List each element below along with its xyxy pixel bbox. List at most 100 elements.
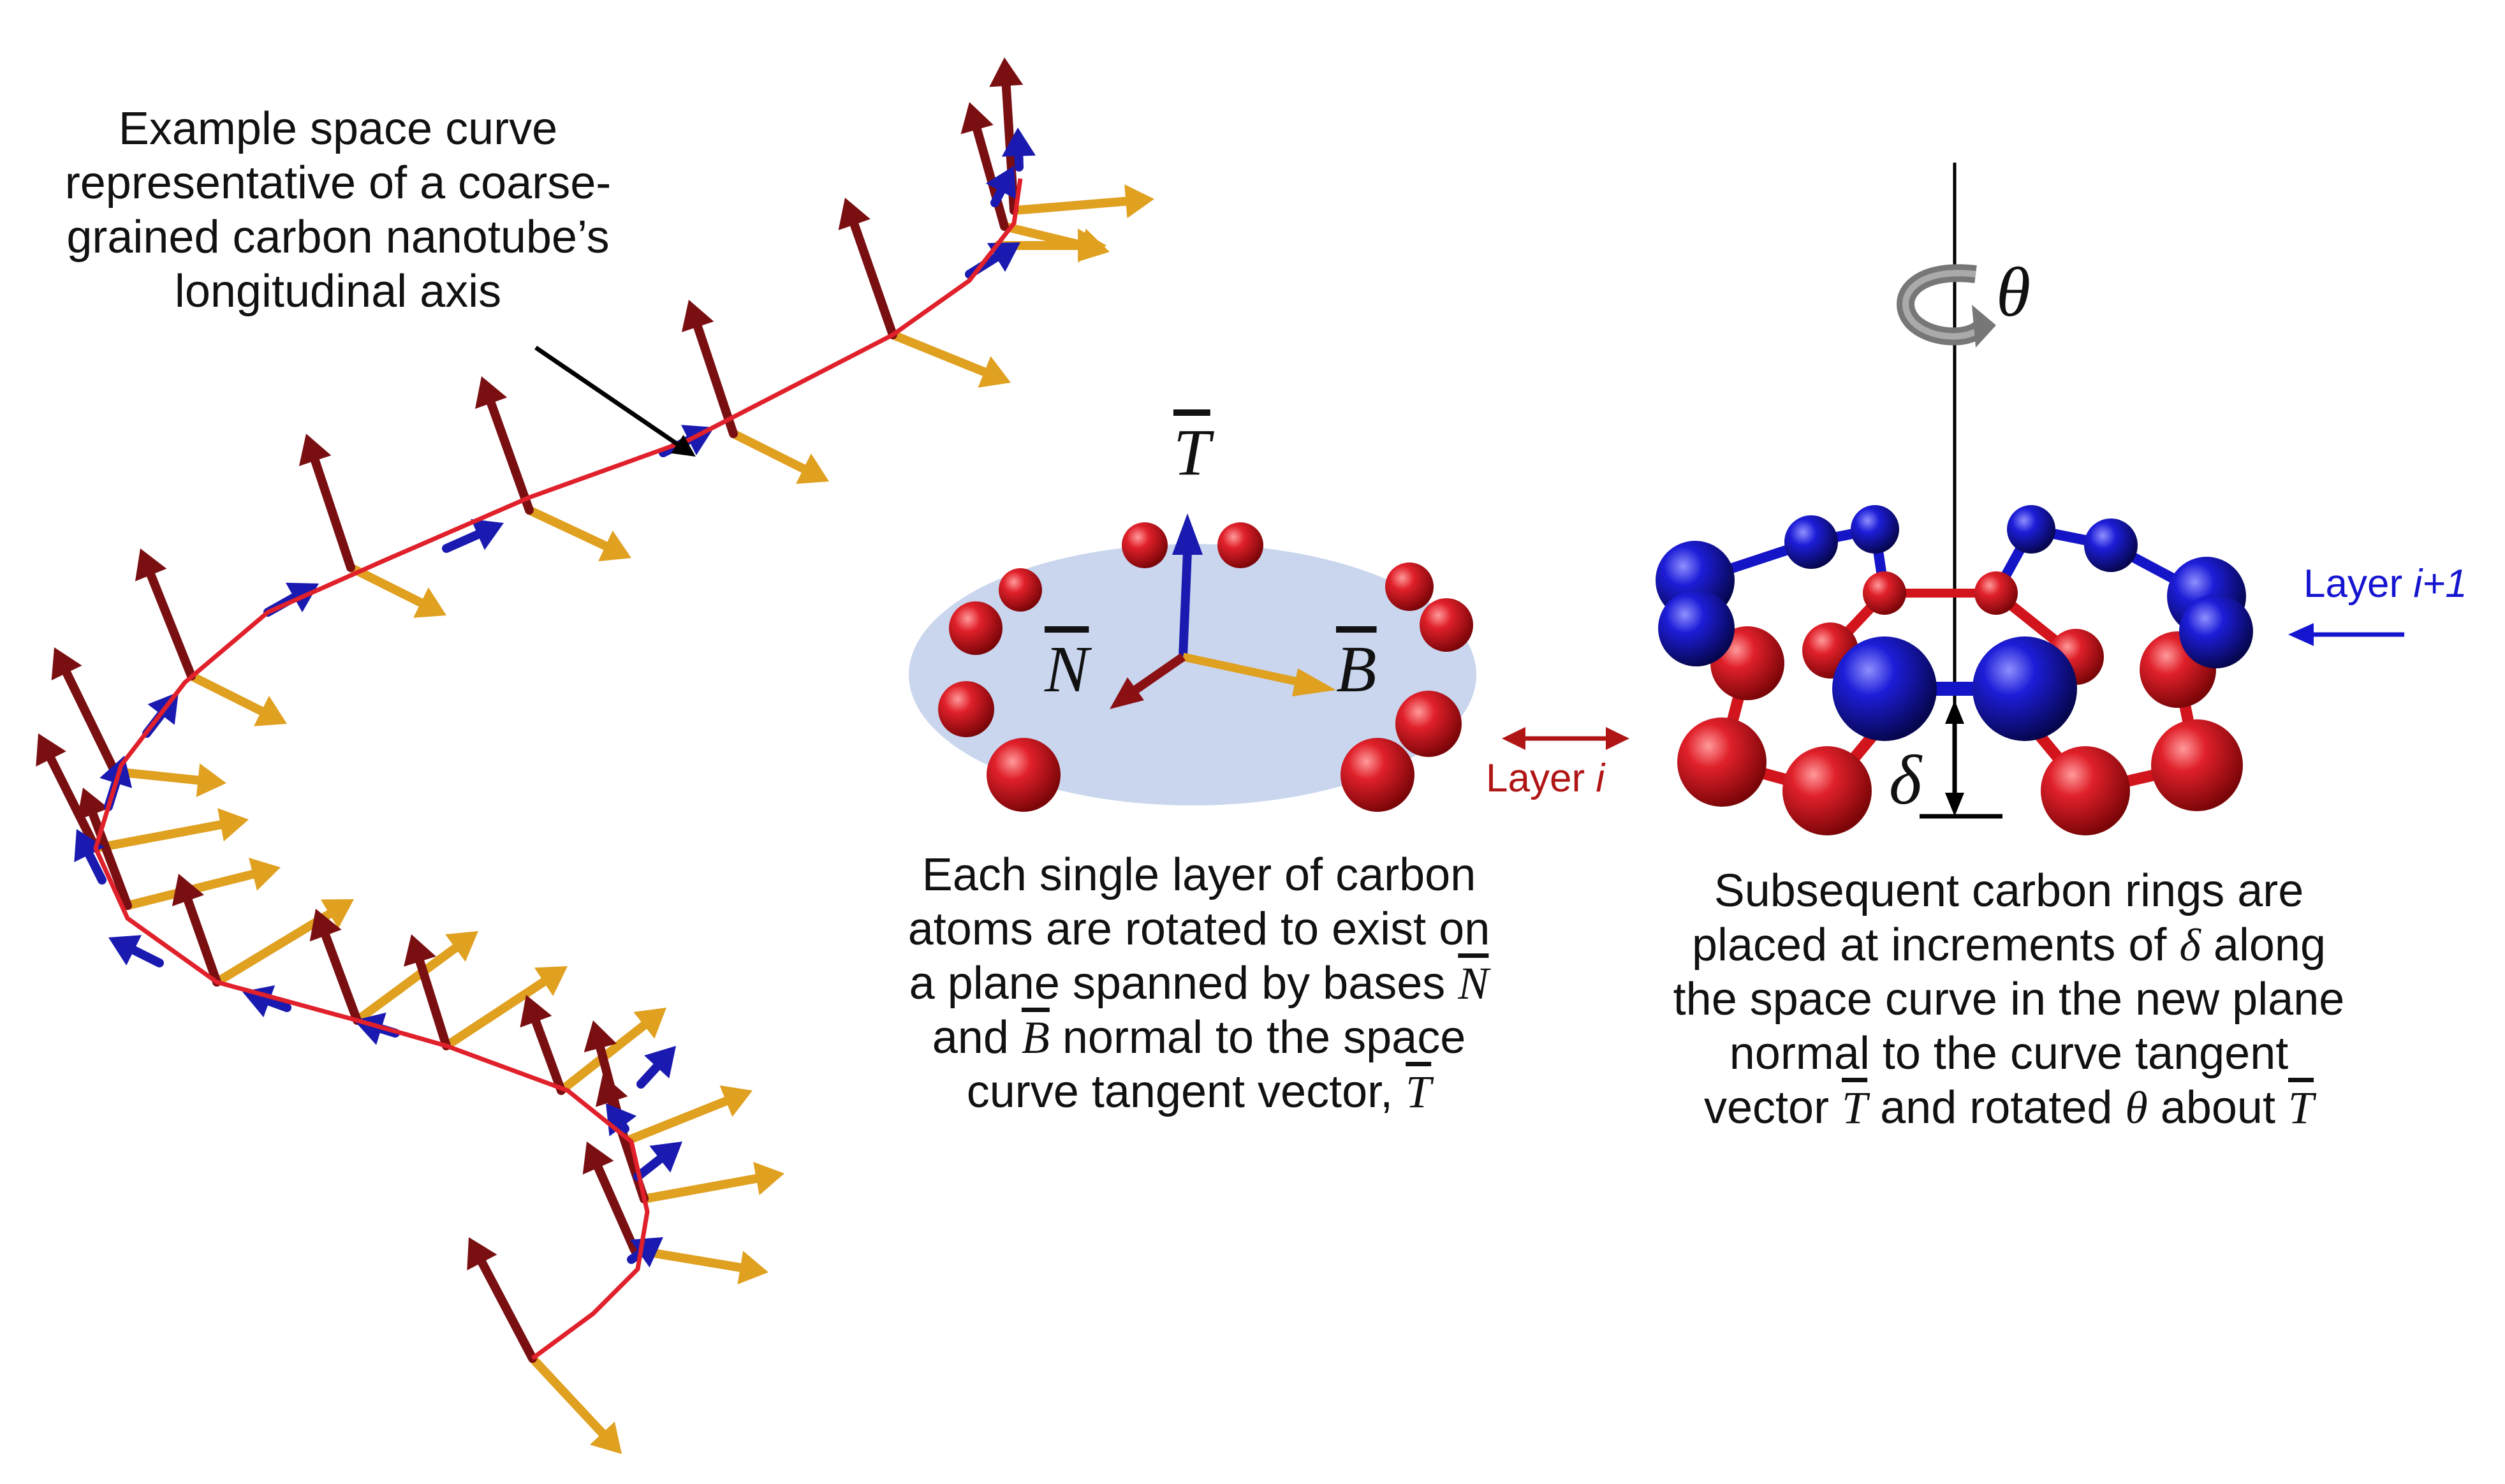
carbon-atom-layer-i [2151,719,2243,811]
carbon-atom-layer-i [1677,717,1767,807]
binormal-arrow [110,763,226,797]
normal-arrow-head [582,1142,614,1175]
carbon-atom [987,738,1061,812]
rings-caption: Subsequent carbon rings are placed at in… [1673,865,2345,1133]
binormal-arrow-shaft [1010,196,1131,215]
binormal-arrow-head [413,587,446,618]
normal-arrow [172,874,221,987]
carbon-atom-layer-i [1782,746,1872,835]
normal-arrow-shaft [47,754,100,853]
normal-arrow-head [681,300,714,332]
normal-arrow-shaft [88,809,132,910]
binormal-arrow [621,1085,753,1146]
tangent-arrow-head [108,935,142,966]
binormal-arrow-shaft [528,1354,607,1438]
tangent-arrow [985,166,1017,207]
tangent-arrow-shaft [618,1121,629,1133]
binormal-arrow [346,563,446,618]
normal-arrow [960,102,1009,231]
normal-arrow-shaft [531,1017,566,1095]
normal-arrow-shaft [62,668,119,776]
delta-symbol: δ [1889,741,1922,819]
binormal-arrow [888,330,1011,388]
carbon-atom-layer-i [1863,571,1906,615]
tangent-arrow-shaft [1014,151,1024,172]
tangent-arrowhead [1172,513,1203,555]
tangent-vector [1179,551,1192,658]
carbon-atom [999,568,1042,612]
carbon-atom [1341,738,1414,812]
normal-arrow-head [520,995,552,1028]
space-curve [93,178,1023,1360]
normal-arrow-head [51,647,82,680]
normal-arrow-shaft [415,957,451,1050]
caption-line: Example space curve [118,103,558,154]
binormal-arrow [528,1354,622,1454]
normal-arrow-shaft [321,930,362,1025]
binormal-arrowhead [1292,668,1336,696]
normal-arrow [51,647,119,776]
binormal-arrow-head [598,530,631,562]
binormal-arrow-shaft [91,820,225,853]
normal-arrow [467,1237,537,1363]
normal-arrow-shaft [973,125,1009,231]
normal-arrow-head [838,198,871,231]
normal-arrow [309,909,362,1025]
binormal-arrow-head [254,696,287,726]
binormal-arrow [123,858,281,910]
caption-line: longitudinal axis [174,265,502,317]
carbon-atom [1385,562,1434,611]
binormal-arrow-shaft [212,909,334,987]
binormal-arrow-shaft [353,943,460,1025]
normal-arrow-head [36,733,66,767]
normal-symbol: N [1045,633,1089,706]
binormal-arrow-shaft [888,330,989,377]
binormal-arrow-shaft [187,672,266,716]
binormal-arrow-head [719,1085,753,1117]
normal-arrow-shaft [146,570,196,680]
binormal-arrow-head [217,808,249,842]
tangent-arrow-shaft [636,1062,661,1089]
carbon-atom-layer-i1 [1972,636,2077,741]
space-curve-caption: Example space curve representative of a … [13,102,663,319]
binormal-arrow-head [249,858,281,891]
binormal-arrow-shaft [110,767,203,785]
normal-arrow-shaft [311,456,355,572]
carbon-atom-layer-i1 [1784,515,1838,569]
normal-arrow-shaft [849,220,897,339]
normal-arrow [520,995,566,1095]
binormal-arrow [91,808,249,853]
normal-arrow-head [135,548,167,582]
binormal-arrow [729,429,829,484]
binormal-arrow-head [737,1251,768,1284]
binormal-arrow-head [534,966,568,996]
caption-line: representative of a coarse- [64,157,612,209]
binormal-arrow [187,672,287,726]
normal-arrow-head [475,376,508,409]
tangent-arrow [636,1046,676,1089]
carbon-atom [949,601,1003,655]
carbon-atom-layer-i1 [2007,505,2055,554]
binormal-arrow [353,931,478,1025]
carbon-atom-layer-i [2041,746,2130,835]
carbon-atom [1395,691,1462,757]
normal-arrow-head [989,57,1024,87]
binormal-arrow-head [196,763,226,797]
tangent-arrow-shaft [85,850,107,885]
binormal-arrow-shaft [621,1096,731,1146]
normal-arrow-head [77,788,109,821]
normal-arrow [475,376,534,515]
binormal-arrow-head [1078,228,1106,263]
normal-arrow [135,548,196,680]
carbon-atom-layer-i1 [2179,594,2253,668]
callout-arrow [534,346,696,457]
normal-arrow-head [467,1237,497,1271]
layer-caption: Each single layer of carbon atoms are ro… [907,849,1490,1117]
normal-arrowhead [1110,677,1144,709]
delta-marker [1920,700,2002,819]
normal-arrow-head [404,934,436,967]
carbon-atom-layer-i1 [2084,518,2138,572]
tangent-arrow-head [74,829,105,862]
caption-line: grained carbon nanotube’s [66,211,610,263]
tangent-arrow-head [985,166,1017,200]
